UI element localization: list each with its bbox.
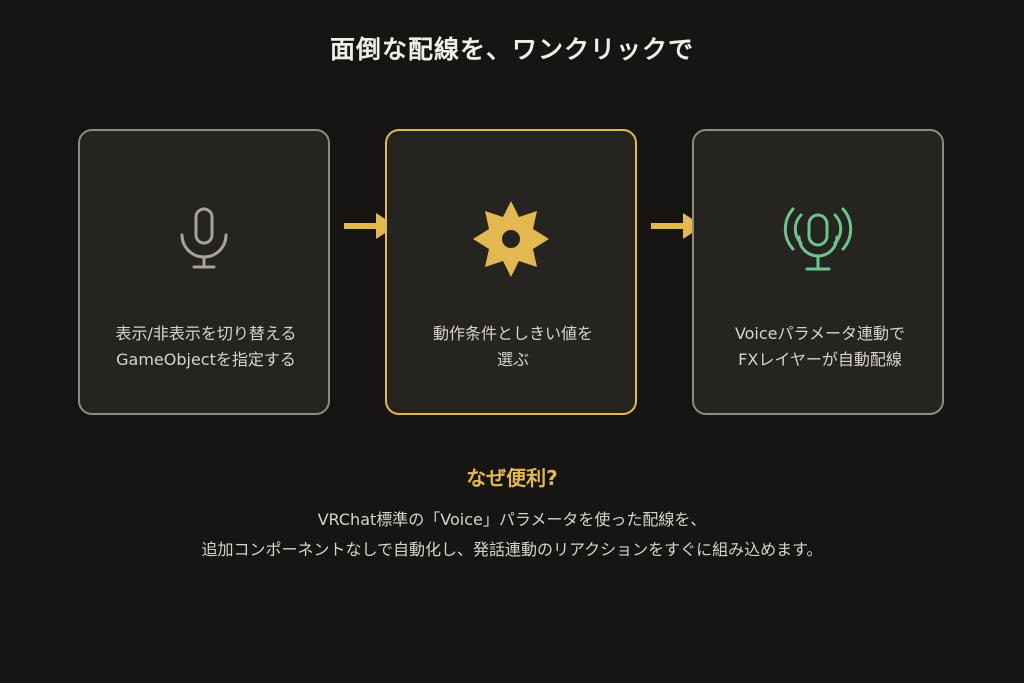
page-title: 面倒な配線を、ワンクリックで (329, 35, 694, 64)
step-line-1: 表示/非表示を切り替える (115, 324, 297, 343)
microphone-icon (80, 201, 328, 281)
step-card-auto-wiring: Voiceパラメータ連動で FXレイヤーが自動配線 (692, 129, 944, 415)
step-description: Voiceパラメータ連動で FXレイヤーが自動配線 (704, 321, 936, 373)
why-description-line-1: VRChat標準の「Voice」パラメータを使った配線を、 (317, 510, 707, 529)
step-line-2: FXレイヤーが自動配線 (738, 350, 902, 369)
step-card-select-object: 表示/非表示を切り替える GameObjectを指定する (78, 129, 330, 415)
step-description: 動作条件としきい値を 選ぶ (397, 321, 629, 373)
step-line-1: Voiceパラメータ連動で (734, 324, 906, 343)
step-line-1: 動作条件としきい値を (432, 324, 593, 343)
gear-icon (387, 201, 635, 281)
step-description: 表示/非表示を切り替える GameObjectを指定する (90, 321, 322, 373)
step-line-2: 選ぶ (496, 350, 529, 369)
why-heading: なぜ便利? (466, 466, 558, 490)
broadcasting-microphone-icon (694, 201, 942, 281)
step-card-choose-condition: 動作条件としきい値を 選ぶ (385, 129, 637, 415)
why-description-line-2: 追加コンポーネントなしで自動化し、発話連動のリアクションをすぐに組み込めます。 (201, 540, 823, 559)
step-line-2: GameObjectを指定する (116, 350, 296, 369)
